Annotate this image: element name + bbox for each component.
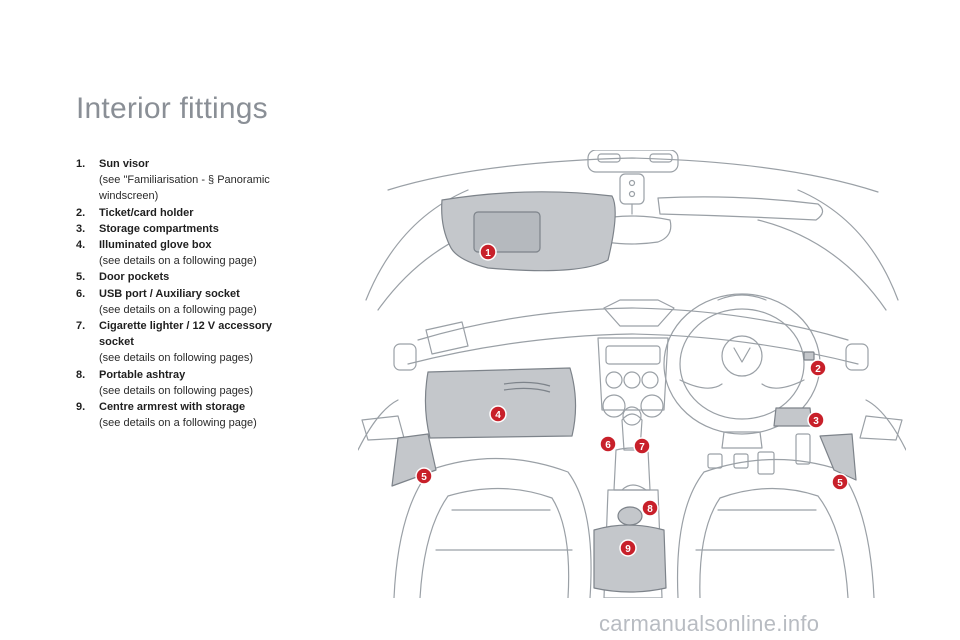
legend-item-description: (see details on a following page): [99, 417, 257, 430]
legend-item-number: 4.: [76, 239, 86, 252]
marker-6: 6: [599, 435, 617, 453]
page-title: Interior fittings: [76, 92, 268, 125]
marker-8-label: 8: [647, 504, 653, 515]
marker-8: 8: [641, 499, 659, 517]
marker-5-right: 5: [831, 473, 849, 491]
door-pocket-right-shape: [819, 433, 857, 481]
legend-item: 2. Ticket/card holder: [76, 205, 306, 221]
legend-item-name: USB port / Auxiliary socket: [99, 287, 240, 300]
marker-7-label: 7: [639, 442, 645, 453]
legend-item-number: 8.: [76, 368, 86, 381]
marker-2: 2: [809, 359, 827, 377]
legend-item: 4. Illuminated glove box (see details on…: [76, 237, 306, 269]
legend-item: 8. Portable ashtray (see details on foll…: [76, 367, 306, 399]
marker-5-left-label: 5: [421, 472, 427, 483]
legend-item: 9. Centre armrest with storage (see deta…: [76, 399, 306, 431]
marker-4-label: 4: [495, 410, 501, 421]
legend-item-description: (see details on following pages): [99, 352, 254, 365]
legend-item-description: (see details on following pages): [99, 384, 254, 397]
watermark: carmanualsonline.info: [599, 611, 820, 636]
legend-item-name: Centre armrest with storage: [99, 401, 246, 414]
legend-item: 7. Cigarette lighter / 12 V accessory so…: [76, 318, 306, 367]
legend-item-description: (see details on a following page): [99, 303, 257, 316]
legend-item-name: Sun visor: [99, 158, 150, 170]
storage-compartment-shape: [773, 407, 813, 427]
marker-1: 1: [479, 243, 497, 261]
legend-item-name: Door pockets: [99, 271, 170, 284]
ashtray-shape: [617, 506, 643, 526]
marker-3: 3: [807, 411, 825, 429]
legend-item-number: 2.: [76, 206, 86, 219]
marker-5-left: 5: [415, 467, 433, 485]
marker-9: 9: [619, 539, 637, 557]
legend-item: 6. USB port / Auxiliary socket (see deta…: [76, 286, 306, 318]
legend-item-number: 7.: [76, 320, 86, 333]
legend-item-number: 3.: [76, 222, 86, 235]
marker-9-label: 9: [625, 544, 631, 555]
legend-item-name: Portable ashtray: [99, 368, 186, 381]
marker-6-label: 6: [605, 440, 611, 451]
legend-item: 1. Sun visor (see "Familiarisation - § P…: [76, 156, 306, 205]
legend-item-number: 6.: [76, 287, 86, 300]
marker-4: 4: [489, 405, 507, 423]
legend-item-name: Cigarette lighter / 12 V accessory socke…: [99, 320, 273, 349]
legend-item-description: (see "Familiarisation - § Panoramic wind…: [99, 174, 270, 203]
legend-item-name: Illuminated glove box: [99, 239, 212, 252]
legend-item-number: 9.: [76, 401, 86, 414]
marker-3-label: 3: [813, 416, 819, 427]
legend-item-number: 5.: [76, 271, 86, 284]
marker-5-right-label: 5: [837, 478, 843, 489]
legend-item-name: Storage compartments: [99, 222, 219, 235]
centre-armrest-shape: [593, 524, 667, 593]
ticket-holder-shape: [803, 351, 815, 361]
legend-item-description: (see details on a following page): [99, 255, 257, 268]
marker-1-label: 1: [485, 248, 491, 259]
marker-2-label: 2: [815, 364, 821, 375]
legend-item-number: 1.: [76, 158, 86, 170]
marker-7: 7: [633, 437, 651, 455]
legend-item-name: Ticket/card holder: [99, 206, 194, 219]
legend-item: 5. Door pockets: [76, 269, 306, 285]
car-interior-illustration: 1 2 3 4 5 5 6 7 8 9: [358, 150, 906, 598]
item-legend: 1. Sun visor (see "Familiarisation - § P…: [76, 156, 306, 431]
legend-item: 3. Storage compartments: [76, 221, 306, 237]
glove-box-shape: [424, 367, 577, 439]
